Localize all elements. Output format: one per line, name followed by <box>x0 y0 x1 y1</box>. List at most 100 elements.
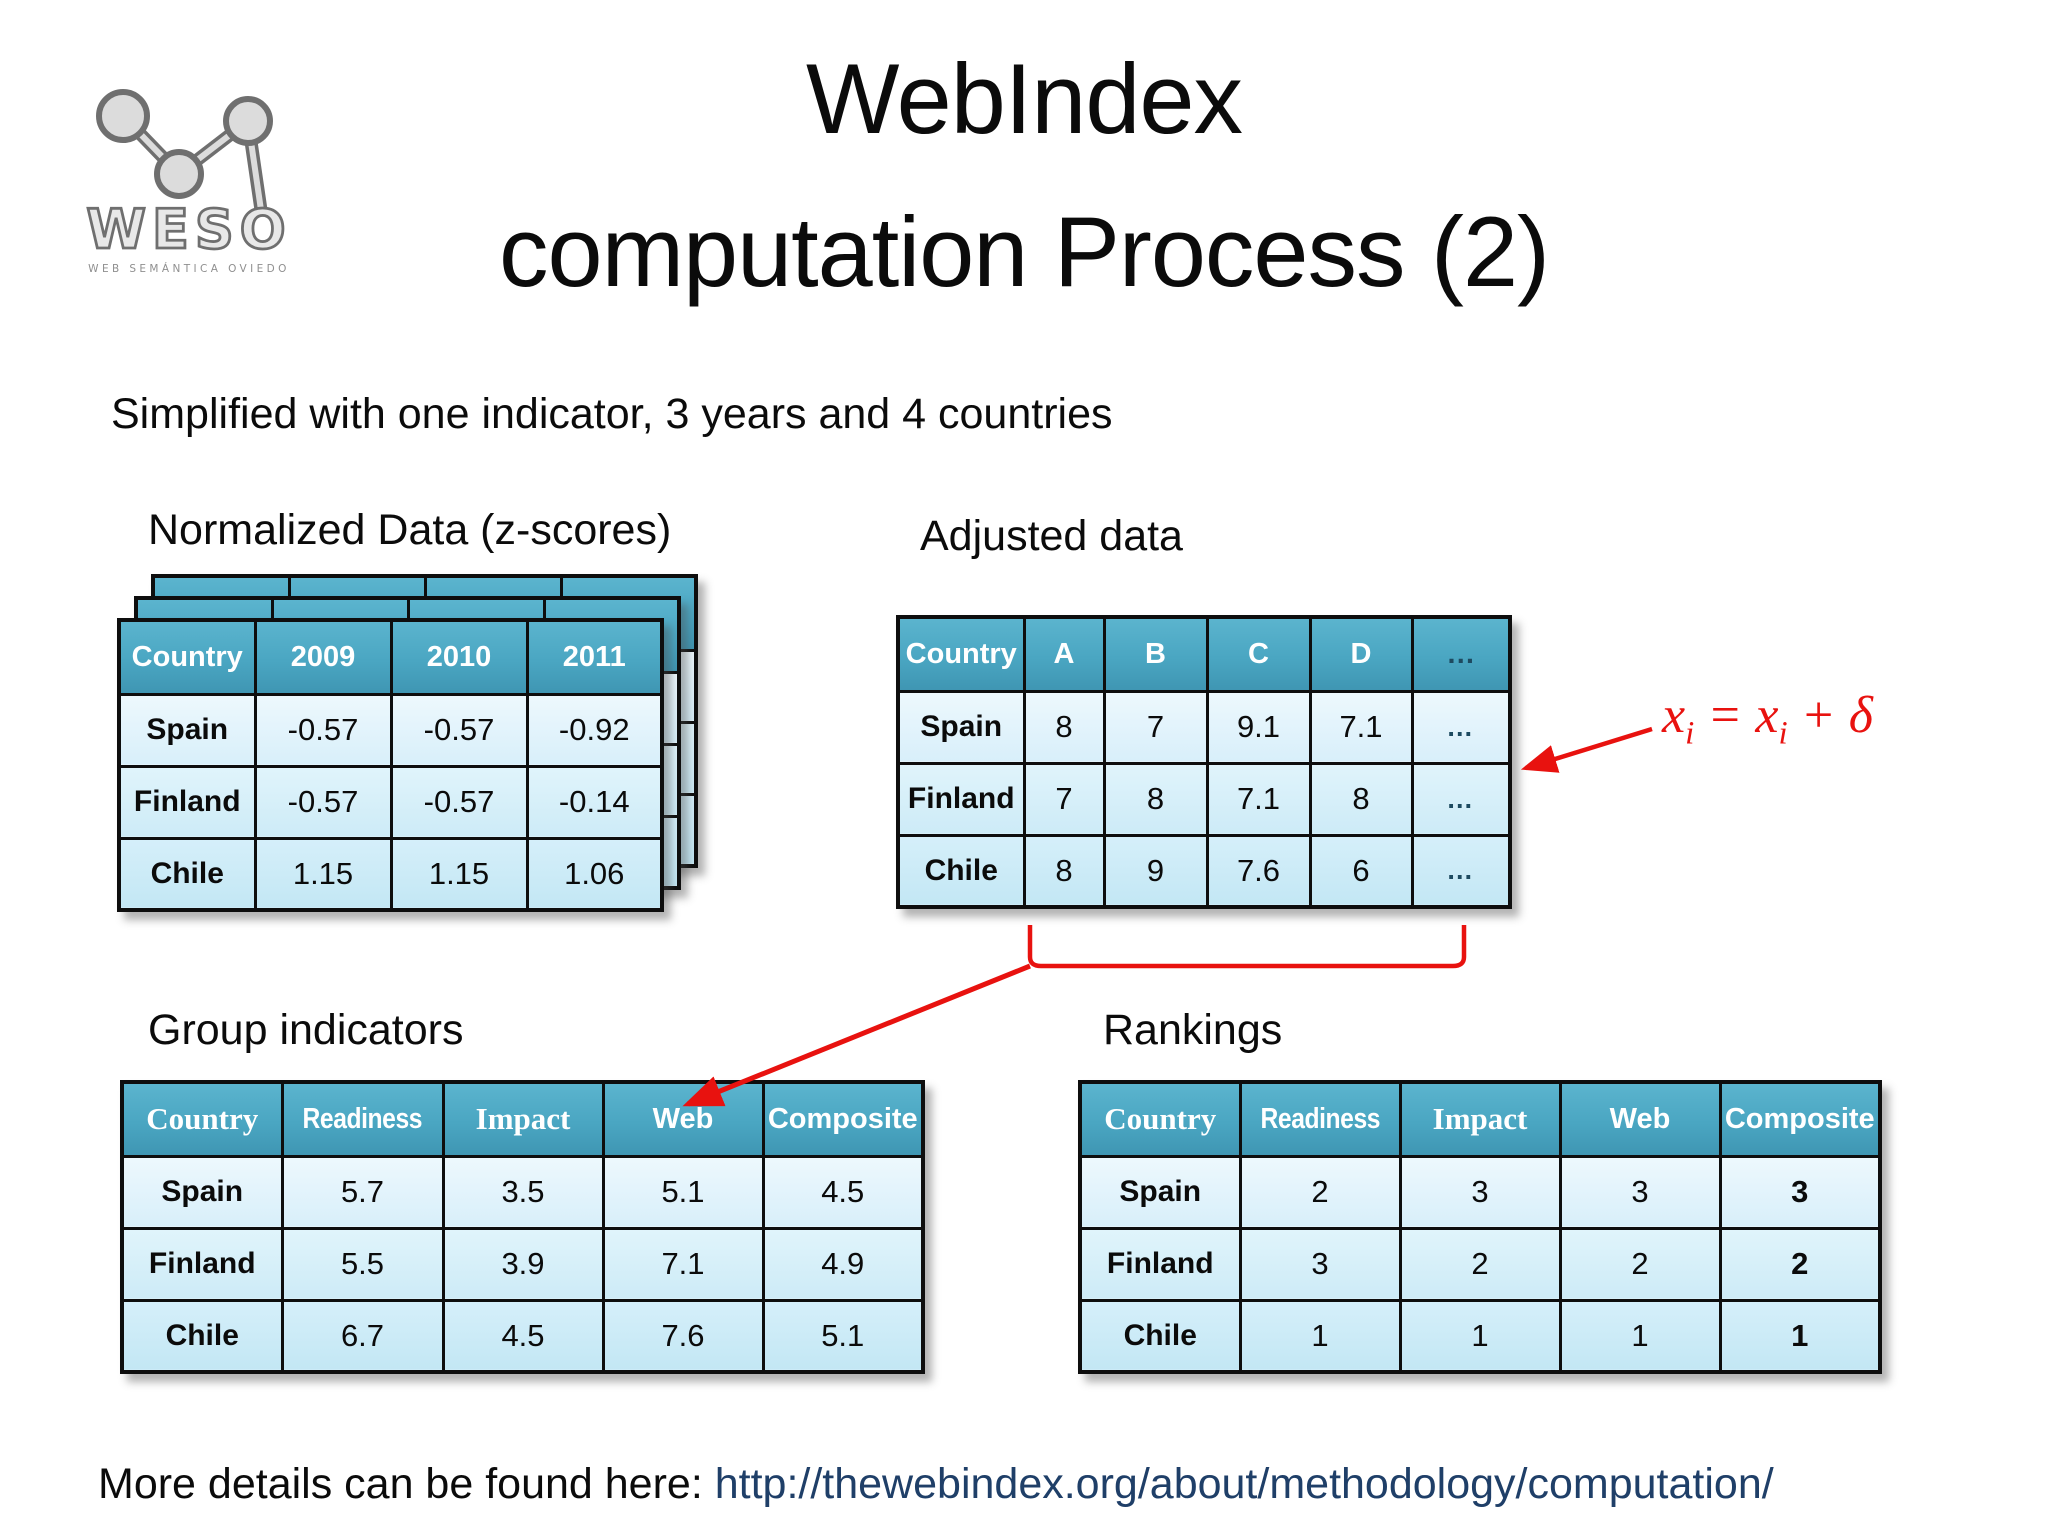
adjusted-cell-r1c4: 8 <box>1308 761 1414 837</box>
rankings-cell-r0c4: 3 <box>1718 1154 1882 1230</box>
group-cell-r1c1: 5.5 <box>280 1226 445 1302</box>
group-cell-r2c1: 6.7 <box>280 1298 445 1374</box>
rankings-column-header-label: Composite <box>1724 1102 1875 1135</box>
logo-nodes <box>96 89 273 199</box>
adjusted-column-header-5: … <box>1410 615 1512 693</box>
logo-node-icon <box>154 149 204 199</box>
normalized-column-header-0: Country <box>117 618 257 696</box>
group-cell-r0c3: 5.1 <box>601 1154 765 1230</box>
rankings-cell-r1c3: 2 <box>1558 1226 1722 1302</box>
group-column-header-2: Impact <box>441 1080 605 1158</box>
group-cell-r1c4: 4.9 <box>761 1226 925 1302</box>
footer: More details can be found here: http://t… <box>98 1460 1774 1509</box>
adjusted-column-header-0: Country <box>896 615 1026 693</box>
rankings-column-header-label: Web <box>1609 1102 1671 1135</box>
rankings-cell-r0c3: 3 <box>1558 1154 1722 1230</box>
adjusted-column-header-label: B <box>1145 637 1166 670</box>
group-cell-r2c0: Chile <box>120 1298 284 1374</box>
formula-delta-term: + δ <box>1787 687 1873 744</box>
group-cell-r1c2: 3.9 <box>441 1226 605 1302</box>
group-cell-r0c2: 3.5 <box>441 1154 605 1230</box>
adjustment-formula: xi = xi + δ <box>1662 686 1873 750</box>
normalized-cell-r0c0: Spain <box>117 692 257 768</box>
rankings-column-header-4: Composite <box>1718 1080 1882 1158</box>
normalized-row-0: Spain-0.57-0.57-0.92 <box>117 692 664 768</box>
normalized-column-header-label: 2011 <box>562 640 626 673</box>
adjusted-columns-bracket <box>1027 925 1467 969</box>
group-cell-r0c4: 4.5 <box>761 1154 925 1230</box>
rankings-cell-r0c1: 2 <box>1238 1154 1402 1230</box>
group-indicators-label: Group indicators <box>148 1006 464 1054</box>
formula-subscript: i <box>1778 715 1788 752</box>
normalized-column-header-3: 2011 <box>525 618 664 696</box>
normalized-row-1: Finland-0.57-0.57-0.14 <box>117 764 664 840</box>
rankings-cell-r2c4: 1 <box>1718 1298 1882 1374</box>
formula-var: x <box>1662 687 1686 744</box>
weso-logo: WESO WEB SEMÁNTICA OVIEDO <box>85 89 291 275</box>
adjusted-cell-r0c1: 8 <box>1022 689 1106 765</box>
adjusted-cell-r1c3: 7.1 <box>1205 761 1312 837</box>
normalized-column-header-label: 2010 <box>426 640 492 673</box>
adjusted-cell-r1c5: … <box>1410 761 1512 837</box>
normalized-cell-r2c0: Chile <box>117 836 257 912</box>
rankings-column-header-label: Impact <box>1432 1101 1528 1137</box>
normalized-cell-r1c2: -0.57 <box>389 764 529 840</box>
logo-wordmark: WESO <box>86 198 291 261</box>
slide-title: WebIndex computation Process (2) <box>24 22 2024 329</box>
group-column-header-label: Composite <box>767 1102 918 1135</box>
rankings-cell-r1c2: 2 <box>1398 1226 1562 1302</box>
rankings-column-header-3: Web <box>1558 1080 1722 1158</box>
adjusted-cell-r0c5: … <box>1410 689 1512 765</box>
formula-subscript: i <box>1685 715 1695 752</box>
normalized-cell-r1c3: -0.14 <box>525 764 664 840</box>
rankings-cell-r0c2: 3 <box>1398 1154 1562 1230</box>
group-column-header-3: Web <box>601 1080 765 1158</box>
adjusted-data-label: Adjusted data <box>920 512 1183 560</box>
adjusted-column-header-1: A <box>1022 615 1106 693</box>
adjusted-cell-r0c0: Spain <box>896 689 1026 765</box>
normalized-cell-r2c3: 1.06 <box>525 836 664 912</box>
group-column-header-label: Readiness <box>302 1102 423 1135</box>
methodology-link[interactable]: http://thewebindex.org/about/methodology… <box>714 1460 1774 1508</box>
normalized-column-header-1: 2009 <box>253 618 393 696</box>
group-column-header-0: Country <box>120 1080 284 1158</box>
group-cell-r2c3: 7.6 <box>601 1298 765 1374</box>
adjusted-cell-r2c1: 8 <box>1022 833 1106 909</box>
rankings-cell-r1c0: Finland <box>1078 1226 1242 1302</box>
footer-text: More details can be found here: <box>98 1460 715 1508</box>
formula-equals: = <box>1694 687 1756 744</box>
rankings-column-header-0: Country <box>1078 1080 1242 1158</box>
adjusted-column-header-label: C <box>1248 637 1269 670</box>
normalized-column-header-2: 2010 <box>389 618 529 696</box>
group-cell-r2c4: 5.1 <box>761 1298 925 1374</box>
group-column-header-4: Composite <box>761 1080 925 1158</box>
logo-node-icon <box>223 96 273 146</box>
rankings-cell-r2c1: 1 <box>1238 1298 1402 1374</box>
slide-title-line2: computation Process (2) <box>499 196 1550 308</box>
adjusted-column-header-label: … <box>1446 637 1476 670</box>
group-column-header-1: Readiness <box>280 1080 445 1158</box>
slide-title-line1: WebIndex <box>806 43 1243 154</box>
normalized-cell-r1c1: -0.57 <box>253 764 393 840</box>
rankings-cell-r2c3: 1 <box>1558 1298 1722 1374</box>
rankings-cell-r1c4: 2 <box>1718 1226 1882 1302</box>
formula-var: x <box>1755 687 1779 744</box>
rankings-column-header-1: Readiness <box>1238 1080 1402 1158</box>
normalized-cell-r0c1: -0.57 <box>253 692 393 768</box>
subtitle: Simplified with one indicator, 3 years a… <box>111 390 1113 438</box>
normalized-column-header-label: Country <box>131 640 243 673</box>
group-cell-r2c2: 4.5 <box>441 1298 605 1374</box>
